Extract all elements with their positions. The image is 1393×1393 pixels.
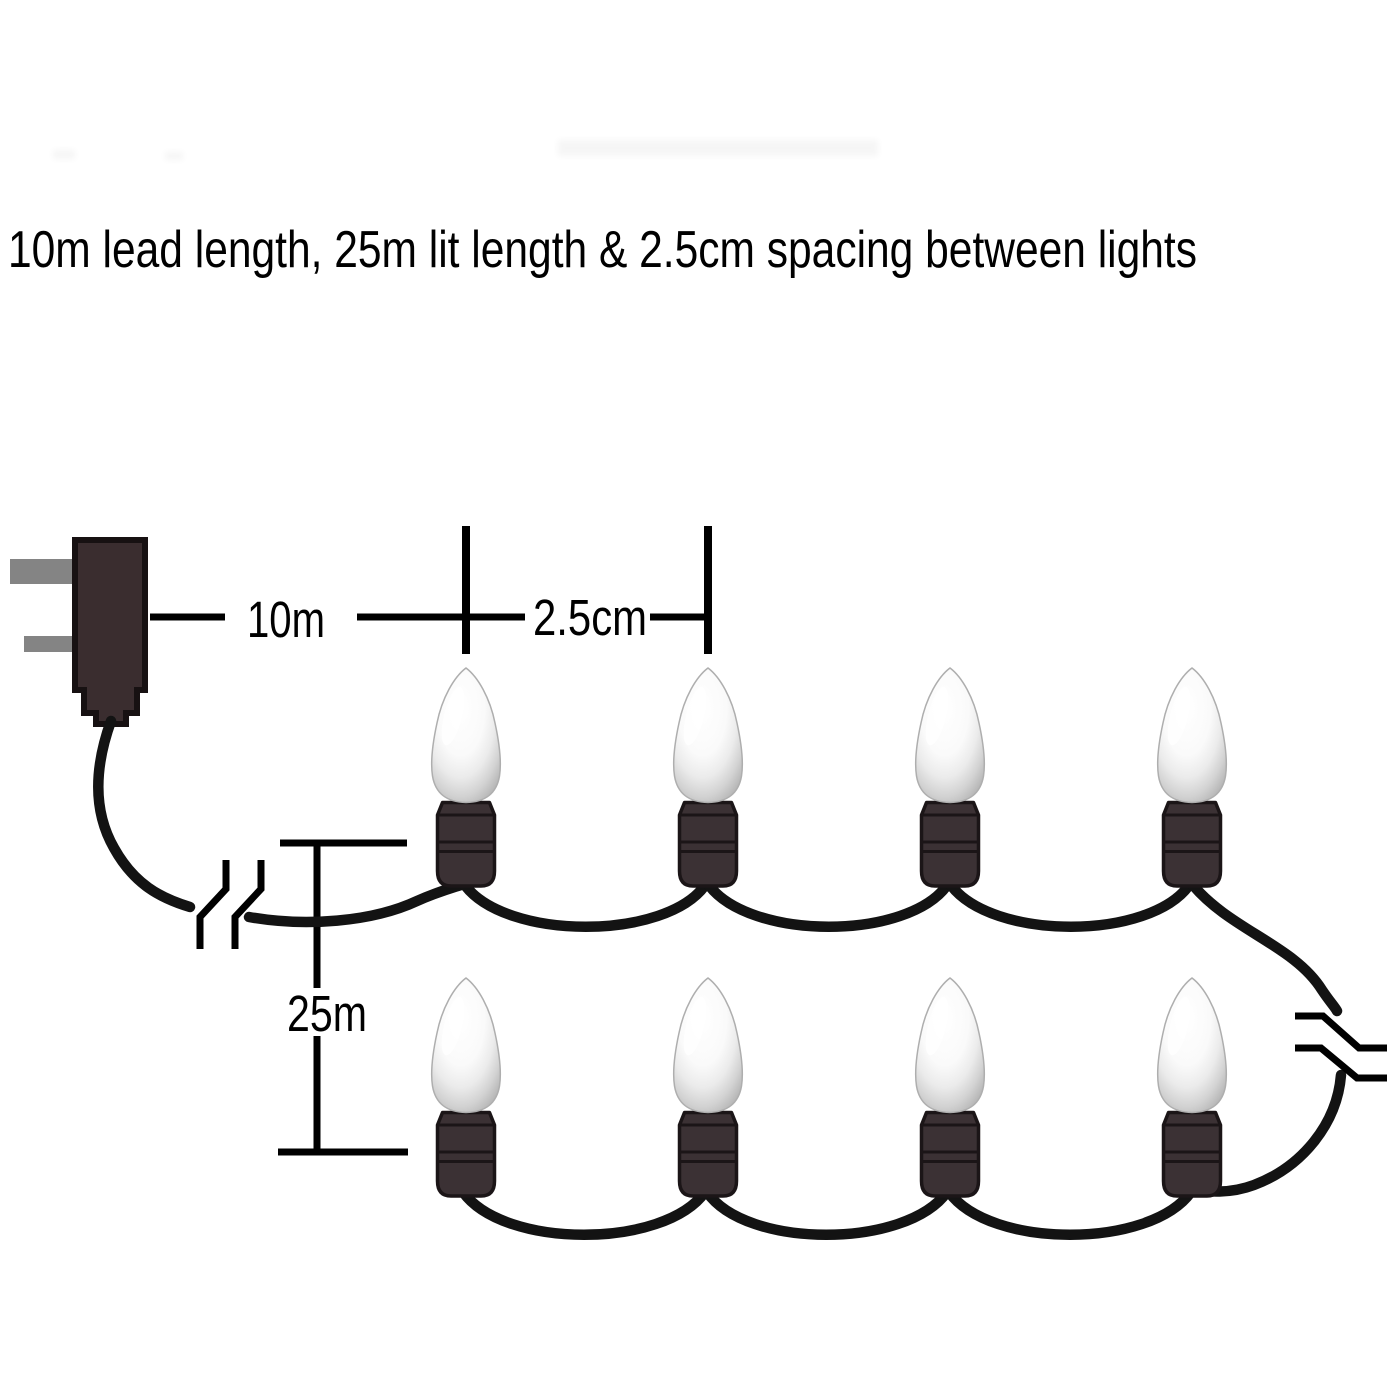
uk-plug-icon bbox=[10, 537, 148, 727]
lead-length-label: 10m bbox=[247, 591, 325, 648]
bulb-row2-pos1 bbox=[429, 976, 503, 1198]
row1-wire-span3 bbox=[944, 878, 1196, 932]
lit-length-dimension: 25m bbox=[278, 839, 408, 1156]
plug-prong-top bbox=[10, 559, 77, 584]
row1-to-break-wire bbox=[1186, 878, 1343, 1017]
row2-wire-span1 bbox=[457, 1186, 711, 1240]
row2-wire-span2 bbox=[701, 1186, 953, 1240]
bulb-row1-pos1 bbox=[429, 666, 503, 888]
lead-wire bbox=[93, 715, 196, 913]
bulb-row1-pos4 bbox=[1155, 666, 1229, 888]
bulb-row1-pos3 bbox=[913, 666, 987, 888]
bulb-spacing-dimension: 2.5cm bbox=[462, 526, 712, 654]
faint-print-artifact bbox=[53, 140, 878, 160]
diagram-title: 10m lead length, 25m lit length & 2.5cm … bbox=[8, 221, 1197, 279]
left-break-icon bbox=[196, 860, 265, 949]
row1-wire-span2 bbox=[702, 878, 954, 932]
bulb-row2-pos2 bbox=[671, 976, 745, 1198]
bulb-row1-pos2 bbox=[671, 666, 745, 888]
lead-length-dimension: 10m bbox=[150, 591, 525, 648]
lead-wire-after-break bbox=[243, 878, 470, 928]
right-break-icon bbox=[1295, 1012, 1387, 1082]
lit-length-label: 25m bbox=[287, 985, 367, 1042]
bulb-spacing-label: 2.5cm bbox=[533, 589, 647, 646]
plug-prong-bottom bbox=[24, 636, 77, 652]
plug-body bbox=[72, 537, 148, 727]
row2-wire-span3 bbox=[943, 1186, 1197, 1240]
bulb-row2-pos4 bbox=[1155, 976, 1229, 1198]
row1-wire-span1 bbox=[458, 878, 712, 932]
bulb-row2-pos3 bbox=[913, 976, 987, 1198]
bulbs bbox=[429, 666, 1229, 1198]
